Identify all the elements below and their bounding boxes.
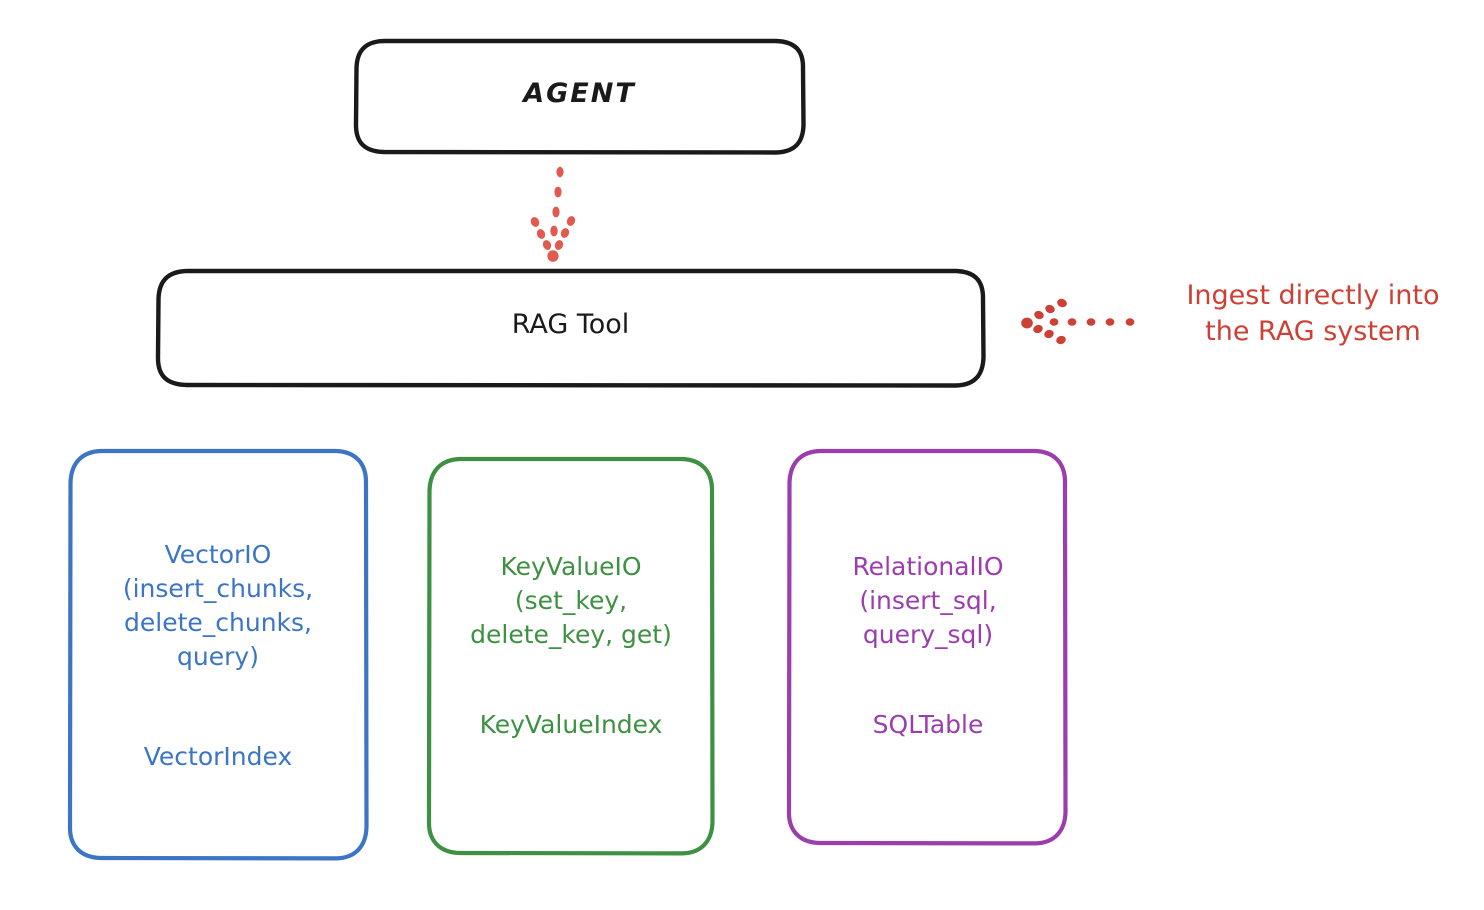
agent-to-rag-tool-connector (530, 166, 576, 262)
relational-io-box[interactable] (786, 448, 1068, 846)
ingest-arrow-connector (1021, 298, 1135, 345)
rag-tool-box[interactable] (155, 268, 986, 388)
agent-box[interactable] (353, 38, 806, 155)
vector-io-box[interactable] (67, 448, 369, 861)
key-value-io-box[interactable] (426, 456, 715, 856)
